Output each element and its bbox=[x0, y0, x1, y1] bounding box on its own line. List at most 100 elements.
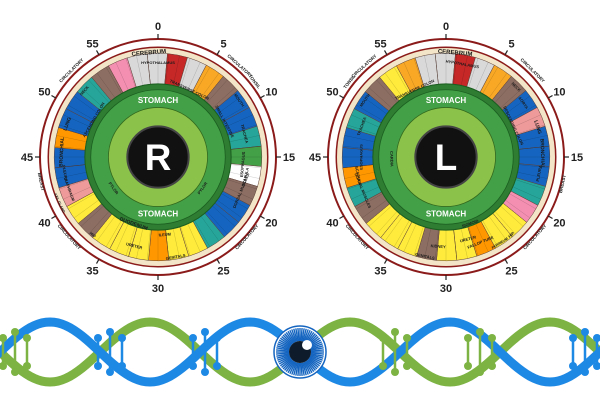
tick-label: 45 bbox=[21, 152, 33, 164]
zone-divider bbox=[221, 104, 249, 121]
zone-divider bbox=[180, 226, 191, 256]
tick-mark bbox=[339, 94, 345, 99]
zone-divider bbox=[80, 205, 104, 227]
tick-label: 20 bbox=[553, 218, 565, 230]
zone-divider bbox=[115, 62, 129, 91]
tick-label: 25 bbox=[217, 265, 229, 277]
zone-divider bbox=[453, 229, 458, 261]
zone-divider bbox=[355, 104, 383, 121]
organ-label: PLEURA bbox=[61, 165, 69, 182]
zone-divider bbox=[194, 66, 211, 94]
organ-label: STOMACH bbox=[138, 209, 179, 218]
zone-divider bbox=[512, 186, 541, 200]
base-node bbox=[593, 334, 600, 342]
organ-label: HIP bbox=[507, 230, 516, 238]
base-node bbox=[569, 334, 577, 342]
base-node bbox=[11, 328, 19, 336]
organ-label: PLEURA bbox=[535, 165, 543, 182]
tick-label: 50 bbox=[38, 87, 50, 99]
tick-label: 15 bbox=[571, 152, 583, 164]
organ-label: SCAPULA bbox=[354, 166, 363, 186]
eye-icon bbox=[273, 325, 327, 379]
zone-divider bbox=[494, 211, 516, 235]
tick-mark bbox=[95, 258, 100, 264]
zone-divider bbox=[96, 72, 116, 98]
base-node bbox=[593, 362, 600, 370]
zone-divider bbox=[344, 172, 375, 179]
organ-label: BRONCHIAL bbox=[58, 137, 66, 167]
organ-label: CEREBRUM bbox=[131, 49, 166, 58]
zone-divider bbox=[224, 114, 253, 128]
zone-divider bbox=[393, 66, 410, 94]
zone-divider bbox=[206, 79, 228, 103]
zone-divider bbox=[482, 220, 499, 248]
zone-divider bbox=[505, 95, 531, 115]
tick-mark bbox=[547, 94, 553, 99]
zone-divider bbox=[488, 72, 508, 98]
zone-divider bbox=[229, 172, 260, 179]
organ-label: GENITALS bbox=[165, 253, 186, 261]
base-node bbox=[106, 368, 114, 376]
zone-divider bbox=[136, 55, 143, 86]
tick-label: 25 bbox=[505, 265, 517, 277]
zone-divider bbox=[221, 193, 249, 210]
zone-divider bbox=[115, 223, 129, 252]
organ-zone bbox=[230, 145, 263, 167]
organ-label: STOMACH bbox=[426, 209, 467, 218]
zone-divider bbox=[475, 223, 489, 252]
tick-label: 35 bbox=[86, 265, 98, 277]
zone-divider bbox=[368, 205, 392, 227]
base-node bbox=[403, 334, 411, 342]
tick-mark bbox=[547, 215, 553, 220]
zone-divider bbox=[347, 124, 377, 135]
organ-label: URETER bbox=[459, 234, 476, 243]
zone-divider bbox=[54, 145, 86, 150]
tick-mark bbox=[95, 50, 100, 56]
zone-divider bbox=[206, 211, 228, 235]
organ-label: SCAPULA bbox=[241, 167, 250, 187]
base-node bbox=[403, 362, 411, 370]
organ-label: NECK bbox=[79, 85, 90, 97]
tick-label: 15 bbox=[283, 152, 295, 164]
zone-divider bbox=[96, 216, 116, 242]
tick-label: 35 bbox=[374, 265, 386, 277]
tick-mark bbox=[216, 50, 221, 56]
zone-divider bbox=[187, 62, 201, 91]
organ-label: HIP bbox=[89, 231, 98, 239]
zone-divider bbox=[88, 211, 110, 235]
tick-mark bbox=[51, 215, 57, 220]
base-node bbox=[94, 334, 102, 342]
organ-label: KIDNEY bbox=[430, 243, 446, 249]
zone-divider bbox=[194, 220, 211, 248]
base-node bbox=[464, 362, 472, 370]
zone-divider bbox=[518, 164, 550, 169]
zone-divider bbox=[424, 228, 431, 259]
base-node bbox=[488, 362, 496, 370]
tick-label: 30 bbox=[152, 283, 164, 295]
zone-divider bbox=[512, 114, 541, 128]
zone-divider bbox=[361, 199, 387, 219]
zone-divider bbox=[347, 179, 377, 190]
outer-label: BREAST bbox=[37, 172, 46, 191]
zone-divider bbox=[200, 216, 220, 242]
zone-divider bbox=[105, 220, 122, 248]
zone-divider bbox=[342, 145, 374, 150]
tick-mark bbox=[51, 94, 57, 99]
right-iris-chart: R0510152025303540455055CIRCULATORYTONSIL… bbox=[21, 21, 295, 295]
organ-label: LUNG bbox=[63, 116, 74, 131]
organ-label: ILEUM bbox=[158, 231, 171, 237]
zone-divider bbox=[355, 193, 383, 210]
tick-mark bbox=[216, 258, 221, 264]
base-node bbox=[464, 334, 472, 342]
organ-label: TRACHEA bbox=[356, 116, 367, 136]
organ-label: STOMACH bbox=[138, 96, 179, 105]
zone-divider bbox=[125, 226, 136, 256]
base-node bbox=[0, 362, 7, 370]
organ-label: TRACHEA bbox=[240, 124, 250, 144]
organ-zone bbox=[434, 52, 456, 85]
zone-divider bbox=[165, 53, 170, 85]
base-node bbox=[476, 328, 484, 336]
zone-divider bbox=[173, 228, 180, 259]
zone-divider bbox=[146, 53, 151, 85]
tick-mark bbox=[504, 258, 509, 264]
